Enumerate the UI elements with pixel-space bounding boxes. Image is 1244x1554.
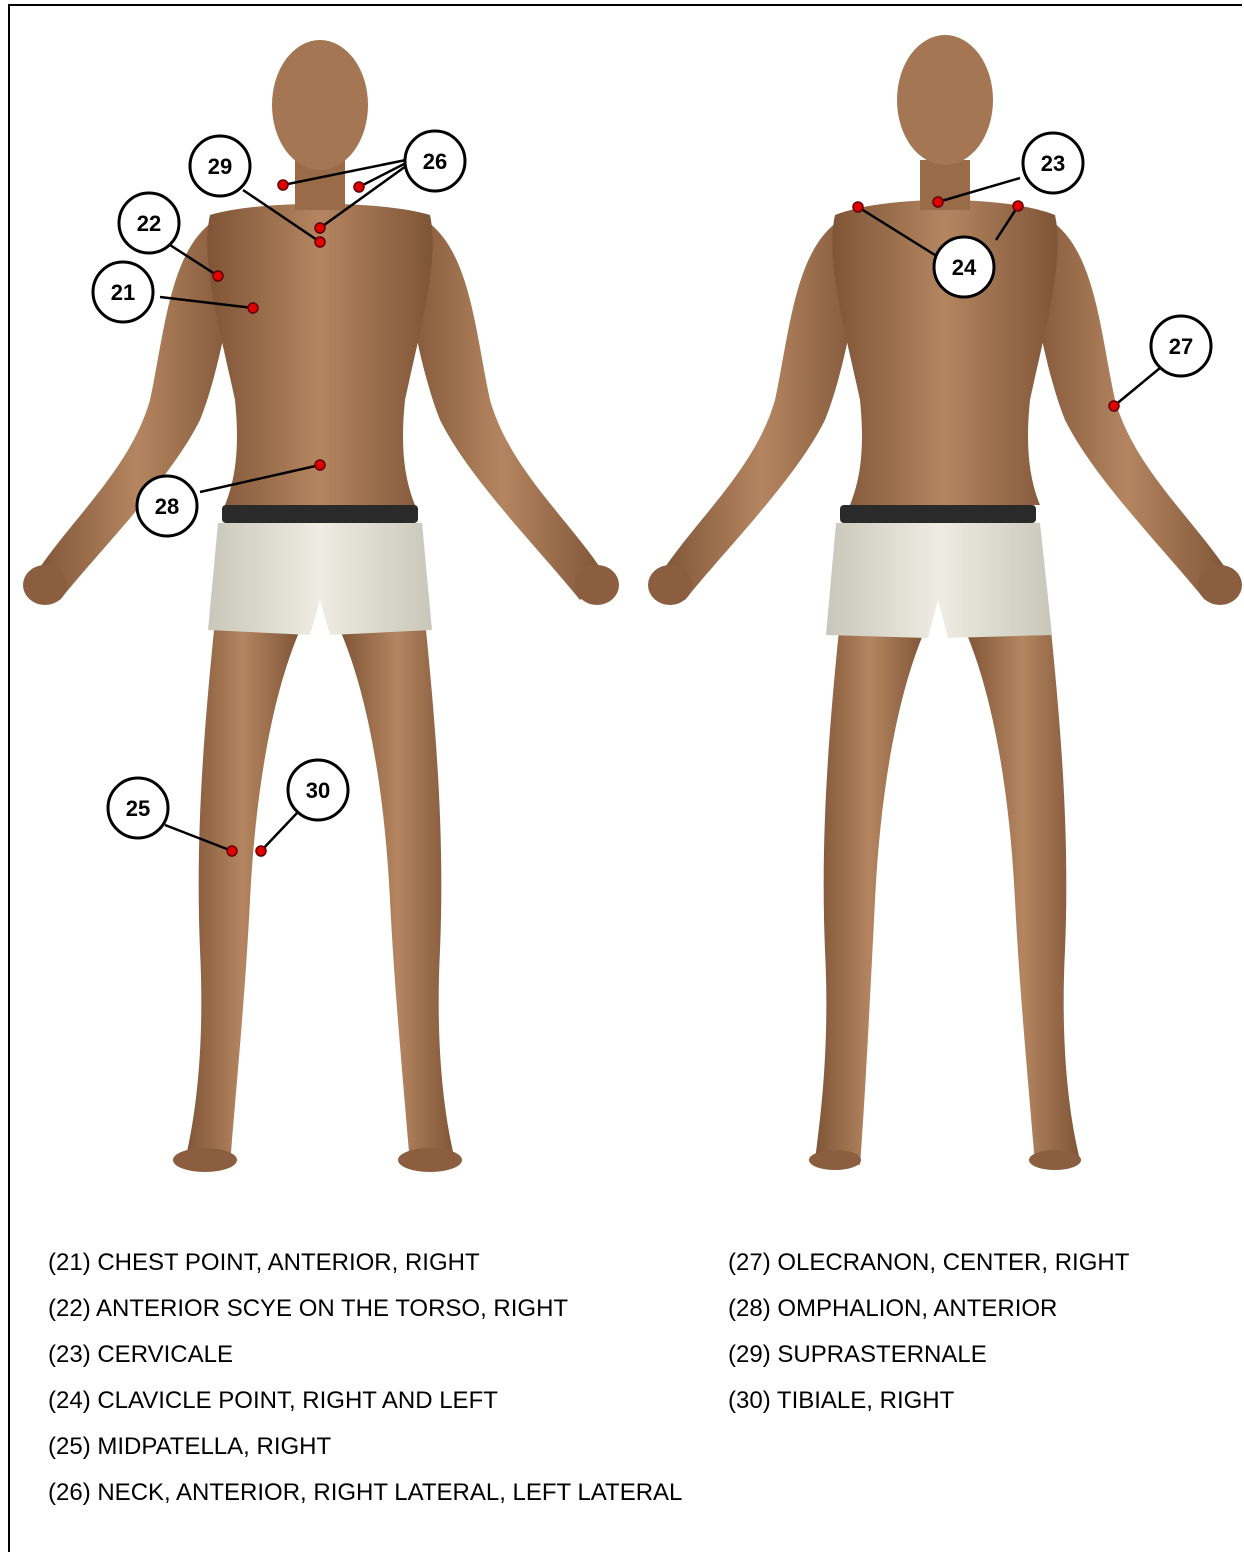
- front-figure: [23, 40, 619, 1172]
- callout-26: 26: [405, 131, 465, 191]
- landmark-dot-26-left-lateral: [354, 182, 364, 192]
- callout-24: 24: [934, 237, 994, 297]
- legend-item-26: (26) NECK, ANTERIOR, RIGHT LATERAL, LEFT…: [48, 1470, 682, 1516]
- callout-21: 21: [93, 262, 153, 322]
- landmark-dot-30: [256, 846, 266, 856]
- legend-item-21: (21) CHEST POINT, ANTERIOR, RIGHT: [48, 1240, 682, 1286]
- landmark-dot-29: [315, 237, 325, 247]
- callout-22-label: 22: [137, 211, 161, 236]
- landmark-dot-23: [933, 197, 943, 207]
- callout-21-label: 21: [111, 280, 135, 305]
- landmark-dot-26-anterior: [315, 223, 325, 233]
- callout-27: 27: [1151, 316, 1211, 376]
- callout-26-label: 26: [423, 149, 447, 174]
- legend-right-column: (27) OLECRANON, CENTER, RIGHT (28) OMPHA…: [728, 1240, 1129, 1424]
- landmark-dot-21: [248, 303, 258, 313]
- landmark-dot-22: [213, 271, 223, 281]
- callout-23: 23: [1023, 133, 1083, 193]
- callout-28: 28: [137, 476, 197, 536]
- legend-item-30: (30) TIBIALE, RIGHT: [728, 1378, 1129, 1424]
- body-landmarks-figure: 21 22 23 24 25 26 27 28: [0, 0, 1244, 1230]
- legend-item-27: (27) OLECRANON, CENTER, RIGHT: [728, 1240, 1129, 1286]
- landmark-dot-26-right-lateral: [278, 180, 288, 190]
- landmark-dot-28: [315, 460, 325, 470]
- callout-24-label: 24: [952, 255, 977, 280]
- legend-left-column: (21) CHEST POINT, ANTERIOR, RIGHT (22) A…: [48, 1240, 682, 1516]
- legend-item-22: (22) ANTERIOR SCYE ON THE TORSO, RIGHT: [48, 1286, 682, 1332]
- legend-item-23: (23) CERVICALE: [48, 1332, 682, 1378]
- callout-30: 30: [288, 760, 348, 820]
- callout-30-label: 30: [306, 778, 330, 803]
- callout-23-label: 23: [1041, 151, 1065, 176]
- callout-29-label: 29: [208, 154, 232, 179]
- landmark-dot-24-right: [853, 202, 863, 212]
- landmark-dot-27: [1109, 401, 1119, 411]
- back-figure: [648, 35, 1242, 1170]
- legend-item-29: (29) SUPRASTERNALE: [728, 1332, 1129, 1378]
- callout-27-label: 27: [1169, 334, 1193, 359]
- callout-25: 25: [108, 778, 168, 838]
- callout-25-label: 25: [126, 796, 150, 821]
- legend-item-25: (25) MIDPATELLA, RIGHT: [48, 1424, 682, 1470]
- legend-item-24: (24) CLAVICLE POINT, RIGHT AND LEFT: [48, 1378, 682, 1424]
- landmark-dot-24-left: [1013, 201, 1023, 211]
- callout-22: 22: [119, 193, 179, 253]
- callout-29: 29: [190, 136, 250, 196]
- landmark-dot-25: [227, 846, 237, 856]
- legend-item-28: (28) OMPHALION, ANTERIOR: [728, 1286, 1129, 1332]
- callout-28-label: 28: [155, 494, 179, 519]
